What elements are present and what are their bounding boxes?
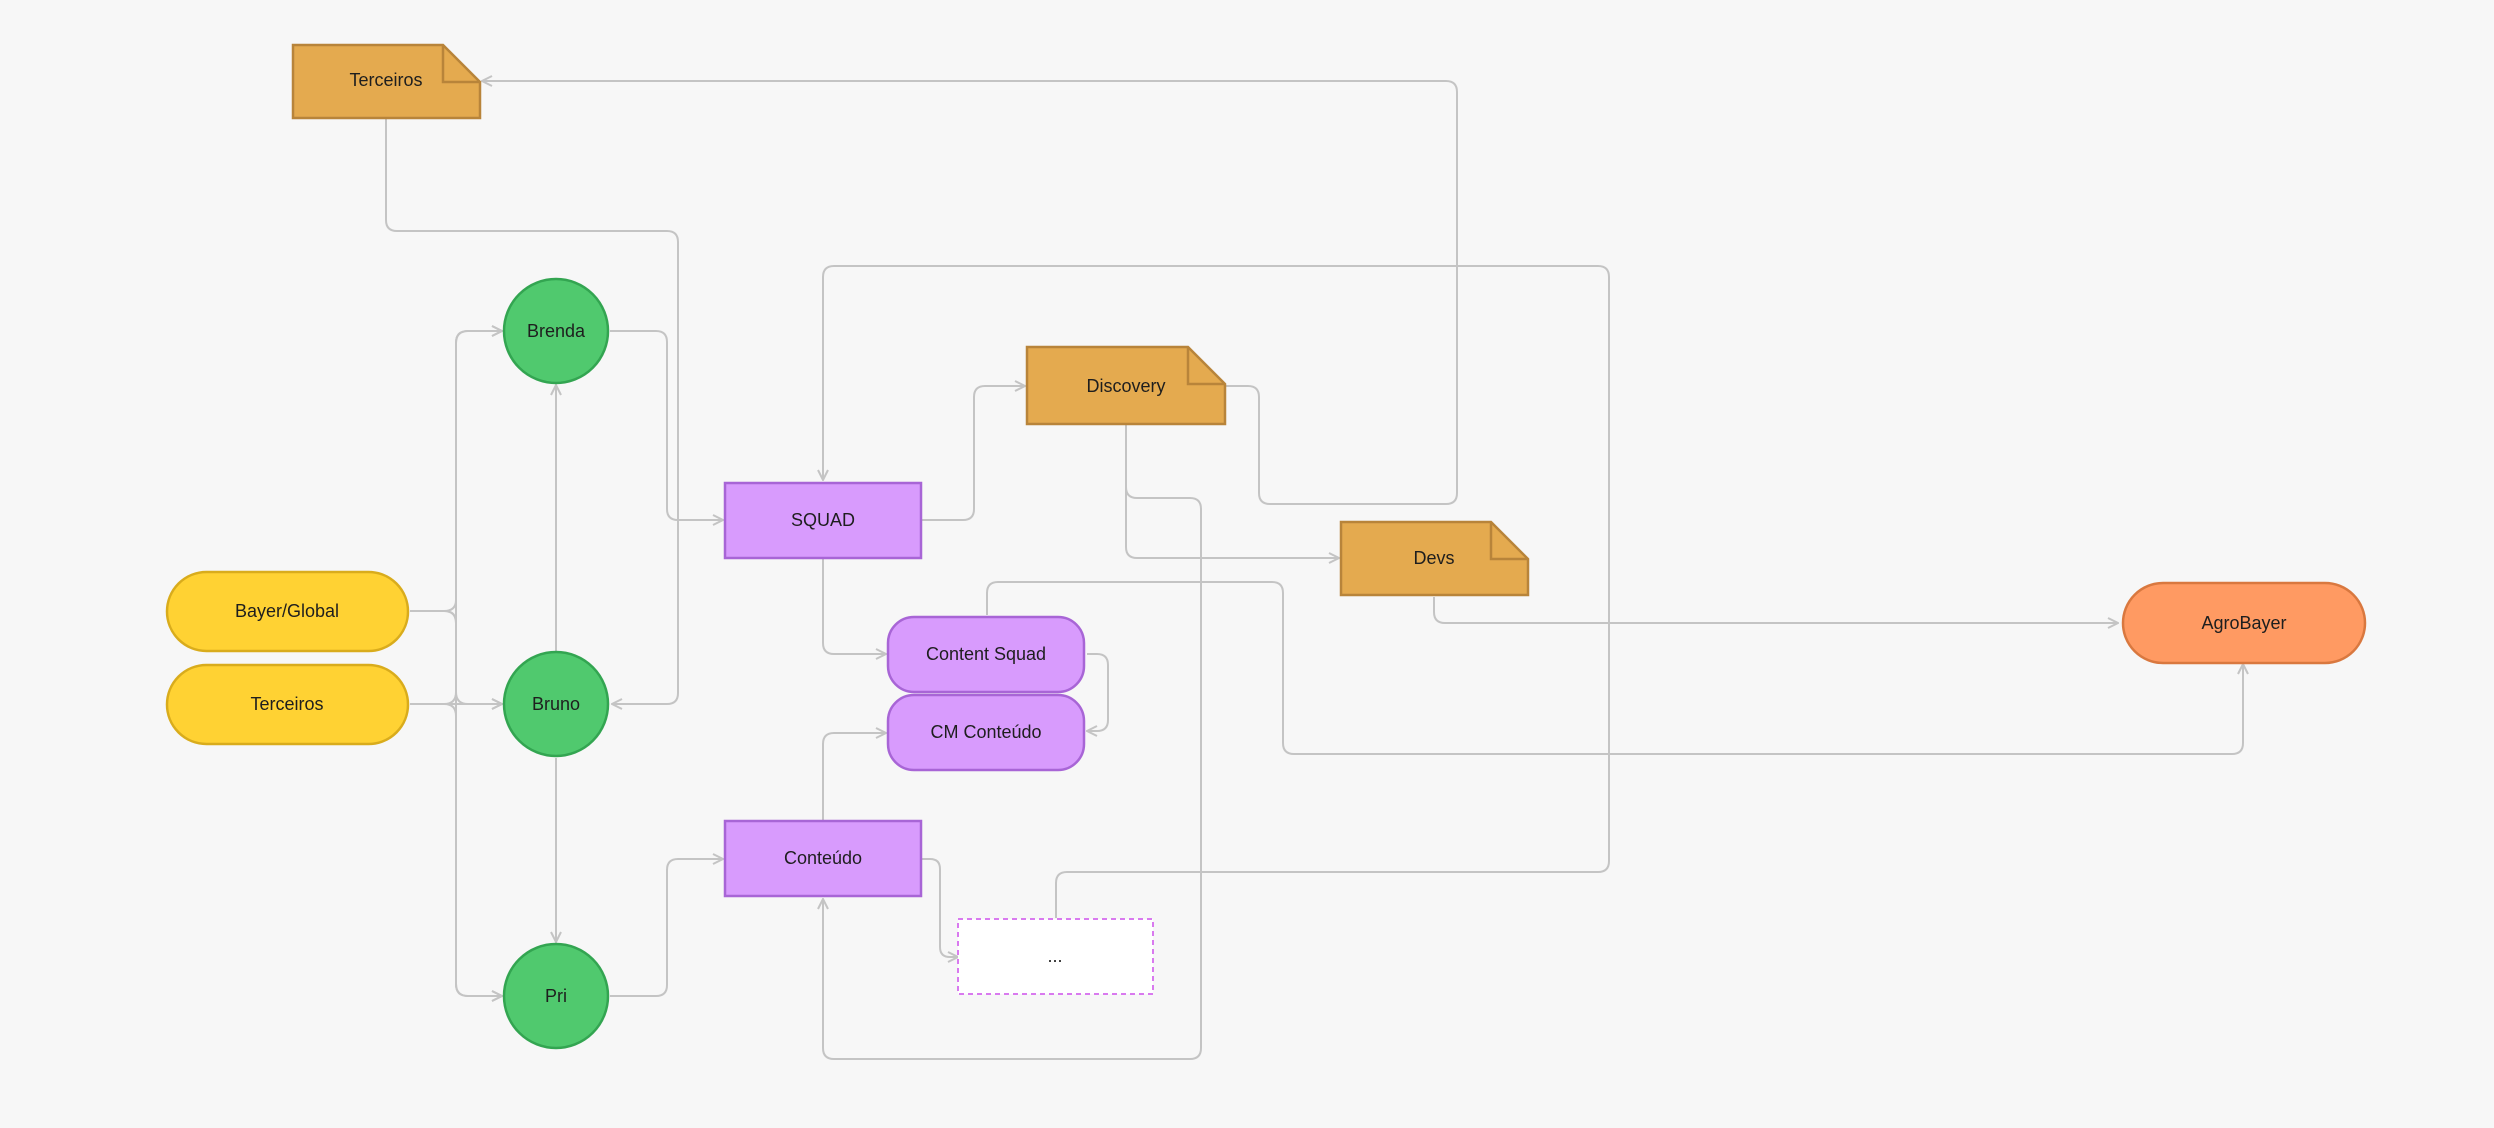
connector-devs-to-agrobayer	[1433, 597, 2118, 623]
node-label: CM Conteúdo	[930, 722, 1041, 742]
node-label: Discovery	[1086, 376, 1165, 396]
connectors	[385, 81, 2243, 1060]
node-label: Terceiros	[349, 70, 422, 90]
node-label: Content Squad	[926, 644, 1046, 664]
pill-shape	[165, 663, 410, 746]
node-label: Bruno	[532, 694, 580, 714]
pill-shape	[2121, 581, 2367, 665]
connector-conteudo-to-ellipsis	[922, 858, 958, 957]
node-terceiros-pill[interactable]: Terceiros	[165, 663, 410, 746]
node-discovery[interactable]: Discovery	[1025, 345, 1227, 426]
connector-terceiros-pill-to-brenda	[410, 331, 502, 705]
node-label: Pri	[545, 986, 567, 1006]
node-label: Conteúdo	[784, 848, 862, 868]
node-label: Devs	[1413, 548, 1454, 568]
connector-discovery-to-devs	[1125, 425, 1339, 558]
pill-shape	[165, 570, 410, 653]
node-terceiros-document[interactable]: Terceiros	[291, 43, 482, 120]
dashed-rectangle-shape	[957, 918, 1154, 995]
circle-shape	[502, 942, 610, 1050]
connector-brenda-to-squad	[610, 330, 723, 520]
connector-squad-to-discovery	[922, 386, 1025, 521]
node-devs[interactable]: Devs	[1339, 520, 1530, 597]
document-shape	[1025, 345, 1227, 426]
node-label: Terceiros	[250, 694, 323, 714]
connector-discovery-to-terceiros-doc	[482, 81, 1458, 505]
document-fold	[1489, 522, 1528, 561]
rounded-rectangle-shape	[886, 693, 1086, 772]
node-ellipsis-placeholder[interactable]: ...	[957, 918, 1154, 995]
connector-discovery-to-conteudo	[823, 425, 1202, 1060]
node-cm-conteudo[interactable]: CM Conteúdo	[886, 693, 1086, 772]
node-pri[interactable]: Pri	[502, 942, 610, 1050]
connector-terceiros-pill-to-pri	[410, 703, 502, 996]
node-label: ...	[1047, 946, 1062, 966]
node-agrobayer[interactable]: AgroBayer	[2121, 581, 2367, 665]
document-fold	[1186, 347, 1225, 386]
connector-ellipsis-to-squad	[823, 265, 1610, 918]
node-content-squad[interactable]: Content Squad	[886, 615, 1086, 694]
node-conteudo[interactable]: Conteúdo	[723, 819, 923, 898]
node-label: Brenda	[527, 321, 586, 341]
connector-conteudo-to-cm-conteudo	[822, 733, 886, 820]
rectangle-shape	[723, 819, 923, 898]
node-squad[interactable]: SQUAD	[723, 481, 923, 560]
rectangle-shape	[723, 481, 923, 560]
connector-squad-to-content-squad	[822, 559, 886, 654]
connector-terceiros-doc-to-bruno	[385, 119, 679, 704]
circle-shape	[502, 650, 610, 758]
document-shape	[291, 43, 482, 120]
rounded-rectangle-shape	[886, 615, 1086, 694]
circle-shape	[502, 277, 610, 385]
connector-pri-to-conteudo	[610, 859, 723, 997]
node-label: Bayer/Global	[235, 601, 339, 621]
document-fold	[441, 45, 480, 84]
node-label: AgroBayer	[2201, 613, 2286, 633]
node-brenda[interactable]: Brenda	[502, 277, 610, 385]
node-bayer-global[interactable]: Bayer/Global	[165, 570, 410, 653]
document-shape	[1339, 520, 1530, 597]
node-label: SQUAD	[791, 510, 855, 530]
connector-content-squad-to-cm-conteudo	[1087, 653, 1109, 731]
node-bruno[interactable]: Bruno	[502, 650, 610, 758]
connector-content-squad-to-agrobayer	[986, 581, 2243, 755]
